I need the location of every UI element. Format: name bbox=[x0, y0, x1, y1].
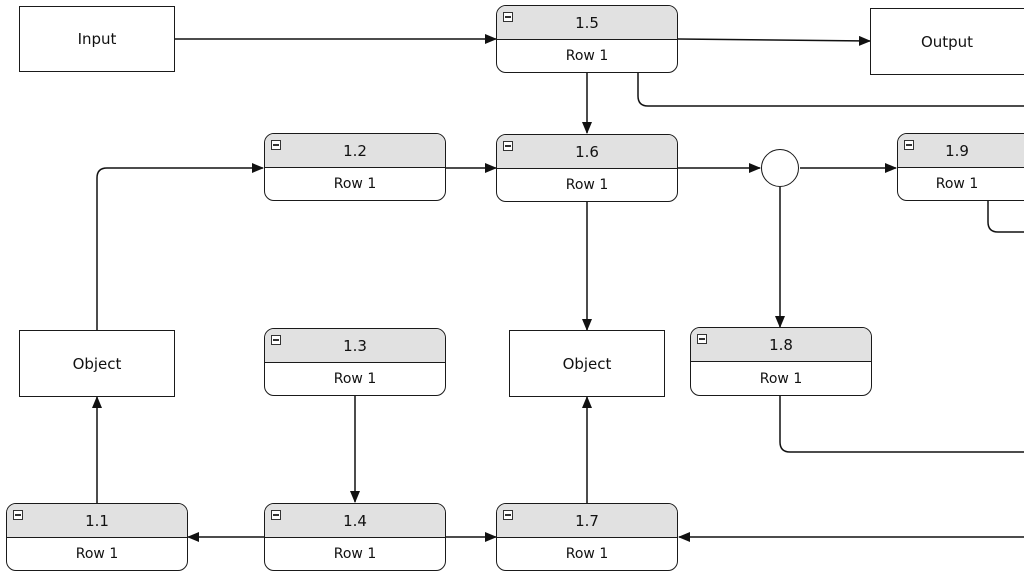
node-1-9[interactable]: 1.9 Row 1 bbox=[897, 133, 1024, 201]
object-box-left[interactable]: Object bbox=[19, 330, 175, 397]
edge-1-5-to-output bbox=[677, 35, 871, 46]
node-title: 1.2 bbox=[343, 141, 367, 160]
node-title: 1.6 bbox=[575, 142, 599, 161]
node-1-6[interactable]: 1.6 Row 1 bbox=[496, 134, 678, 202]
minus-square-icon[interactable] bbox=[503, 510, 513, 520]
node-row: Row 1 bbox=[333, 545, 377, 562]
minus-square-icon[interactable] bbox=[271, 140, 281, 150]
minus-square-icon[interactable] bbox=[13, 510, 23, 520]
node-1-7[interactable]: 1.7 Row 1 bbox=[496, 503, 678, 571]
node-row: Row 1 bbox=[898, 167, 1024, 200]
node-title: 1.1 bbox=[85, 511, 109, 530]
junction-circle[interactable] bbox=[761, 149, 799, 187]
node-header: 1.3 bbox=[265, 329, 445, 363]
node-1-8[interactable]: 1.8 Row 1 bbox=[690, 327, 872, 396]
node-1-2[interactable]: 1.2 Row 1 bbox=[264, 133, 446, 201]
input-label: Input bbox=[77, 30, 117, 48]
node-header: 1.1 bbox=[7, 504, 187, 538]
object-box-center[interactable]: Object bbox=[509, 330, 665, 397]
edge-object-to-1-2 bbox=[96, 163, 264, 330]
minus-square-icon[interactable] bbox=[503, 141, 513, 151]
node-header: 1.9 bbox=[898, 134, 1024, 168]
edge-1-8-to-right bbox=[779, 396, 1024, 453]
input-box[interactable]: Input bbox=[19, 6, 175, 72]
node-header: 1.6 bbox=[497, 135, 677, 169]
node-1-1[interactable]: 1.1 Row 1 bbox=[6, 503, 188, 571]
node-row: Row 1 bbox=[333, 175, 377, 192]
node-header: 1.5 bbox=[497, 6, 677, 40]
node-title: 1.5 bbox=[575, 13, 599, 32]
node-title: 1.3 bbox=[343, 336, 367, 355]
node-row: Row 1 bbox=[565, 545, 609, 562]
node-row: Row 1 bbox=[565, 176, 609, 193]
minus-square-icon[interactable] bbox=[271, 510, 281, 520]
node-header: 1.4 bbox=[265, 504, 445, 538]
minus-square-icon[interactable] bbox=[697, 334, 707, 344]
node-row-label: Row 1 bbox=[935, 175, 979, 192]
edge-1-5-to-right bbox=[637, 73, 1024, 107]
node-title: 1.7 bbox=[575, 511, 599, 530]
node-header: 1.8 bbox=[691, 328, 871, 362]
node-1-4[interactable]: 1.4 Row 1 bbox=[264, 503, 446, 571]
minus-square-icon[interactable] bbox=[904, 140, 914, 150]
output-box[interactable]: Output bbox=[870, 8, 1024, 75]
node-title: 1.8 bbox=[769, 335, 793, 354]
node-row: Row 1 bbox=[75, 545, 119, 562]
object-label-left: Object bbox=[72, 354, 122, 373]
minus-square-icon[interactable] bbox=[271, 335, 281, 345]
node-1-5[interactable]: 1.5 Row 1 bbox=[496, 5, 678, 73]
object-label-center: Object bbox=[562, 354, 612, 373]
node-title: 1.4 bbox=[343, 511, 367, 530]
node-row: Row 1 bbox=[333, 370, 377, 387]
output-label: Output bbox=[920, 32, 974, 51]
node-row: Row 1 bbox=[565, 47, 609, 64]
node-header: 1.7 bbox=[497, 504, 677, 538]
edge-1-9-to-right bbox=[987, 201, 1024, 233]
node-1-3[interactable]: 1.3 Row 1 bbox=[264, 328, 446, 396]
node-header: 1.2 bbox=[265, 134, 445, 168]
node-row: Row 1 bbox=[759, 370, 803, 387]
minus-square-icon[interactable] bbox=[503, 12, 513, 22]
node-title: 1.9 bbox=[945, 141, 969, 160]
